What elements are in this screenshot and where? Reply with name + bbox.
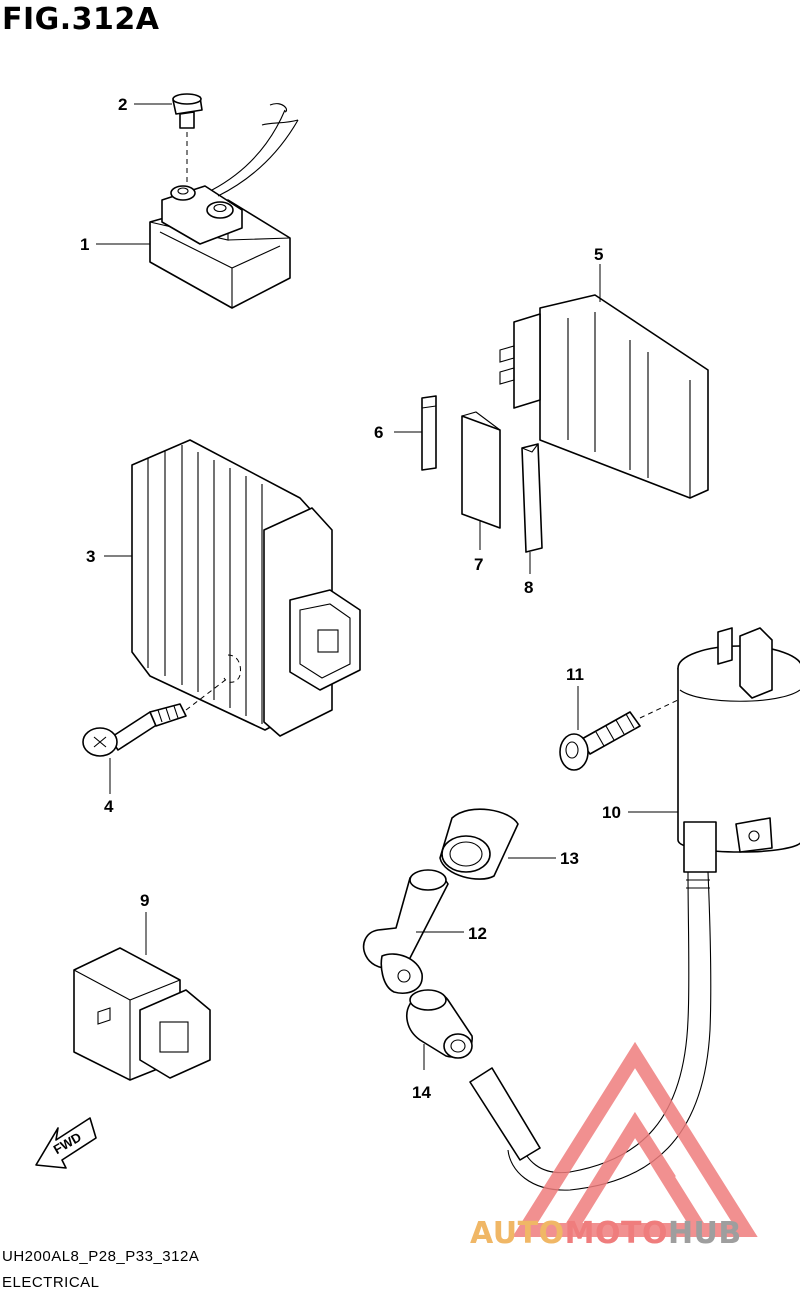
part-1-relay — [149, 103, 299, 309]
callout-3: 3 — [86, 547, 95, 566]
callout-6: 6 — [374, 423, 383, 442]
callout-4: 4 — [104, 797, 114, 816]
part-8-pad — [521, 443, 543, 553]
part-14-seal — [406, 989, 473, 1059]
watermark-text: AUTOMOTOHUB — [470, 1216, 800, 1251]
callout-11: 11 — [566, 665, 584, 684]
part-6-pad — [421, 395, 437, 471]
footer-diagram-code: UH200AL8_P28_P33_312A — [2, 1248, 200, 1265]
watermark-moto: MOTO — [564, 1216, 668, 1251]
callout-2: 2 — [118, 95, 127, 114]
part-12-plug-cap — [362, 869, 449, 994]
part-13-cap-cover — [439, 808, 519, 880]
callout-13: 13 — [560, 849, 579, 868]
callout-1: 1 — [80, 235, 89, 254]
part-9-connector — [73, 947, 211, 1081]
part-2-screw — [172, 93, 203, 184]
callout-10: 10 — [602, 803, 621, 822]
fwd-arrow-icon: FWD — [35, 1117, 97, 1169]
figure-title: FIG.312A — [2, 2, 160, 37]
part-10-ignition-coil — [469, 627, 800, 1191]
callout-9: 9 — [140, 891, 149, 910]
footer-section-name: ELECTRICAL — [2, 1274, 100, 1291]
callout-14: 14 — [412, 1083, 431, 1102]
callout-7: 7 — [474, 555, 483, 574]
part-7-pad — [461, 411, 501, 529]
part-3-regulator — [131, 439, 361, 737]
watermark-hub: HUB — [667, 1216, 742, 1251]
callout-5: 5 — [594, 245, 603, 264]
part-5-ecm — [499, 294, 709, 499]
callout-8: 8 — [524, 578, 533, 597]
part-4-bolt — [82, 677, 229, 757]
watermark-auto: AUTO — [470, 1216, 565, 1251]
watermark-logo-icon — [512, 1041, 758, 1237]
callout-12: 12 — [468, 924, 487, 943]
part-11-bolt — [559, 699, 679, 771]
